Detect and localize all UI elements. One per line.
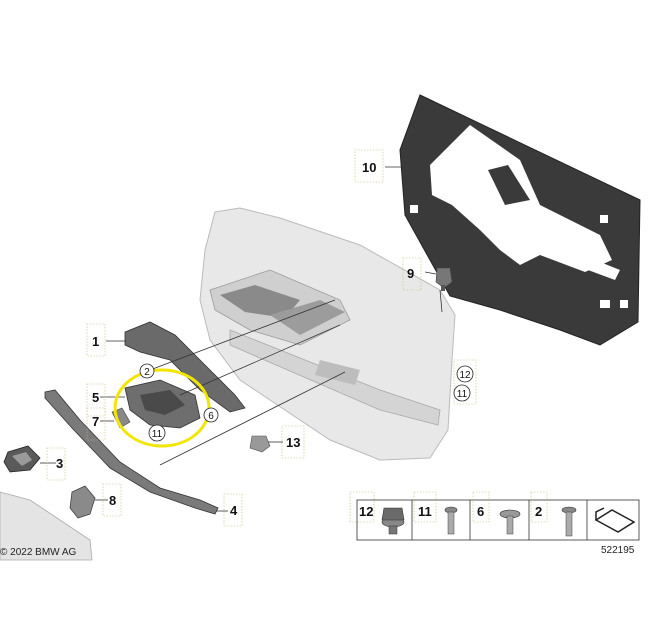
svg-text:6: 6 — [208, 411, 214, 422]
part-9-clip[interactable] — [435, 267, 453, 291]
svg-text:2: 2 — [144, 367, 150, 378]
copyright-text: © 2022 BMW AG — [0, 547, 77, 558]
label-boxes — [46, 149, 422, 527]
part-label-10[interactable]: 10 — [362, 160, 376, 175]
callout-11[interactable]: 11 — [148, 424, 166, 442]
part-5-handle-assembly[interactable] — [124, 379, 201, 429]
legend-label-2[interactable]: 2 — [535, 504, 542, 519]
part-label-7[interactable]: 7 — [92, 414, 99, 429]
door-trim-panel[interactable] — [199, 207, 456, 461]
part-label-5[interactable]: 5 — [92, 390, 99, 405]
callout-2[interactable]: 2 — [139, 363, 155, 379]
part-label-13[interactable]: 13 — [286, 435, 300, 450]
fastener-11-screw[interactable] — [444, 506, 458, 535]
callout-12[interactable]: 12 — [456, 365, 474, 383]
part-10-sound-insulation[interactable] — [399, 94, 641, 346]
part-label-3[interactable]: 3 — [56, 456, 63, 471]
legend-label-6[interactable]: 6 — [477, 504, 484, 519]
fastener-6-screw[interactable] — [499, 509, 521, 535]
part-3-switch[interactable] — [3, 445, 41, 473]
fastener-set-symbol-icon — [594, 507, 636, 533]
diagram-number: 522195 — [601, 545, 635, 556]
part-label-4[interactable]: 4 — [230, 503, 238, 518]
fastener-12-nut[interactable] — [381, 507, 405, 535]
svg-text:11: 11 — [152, 429, 163, 440]
part-label-1[interactable]: 1 — [92, 334, 99, 349]
part-label-8[interactable]: 8 — [109, 493, 116, 508]
legend-label-12[interactable]: 12 — [359, 504, 373, 519]
svg-text:11: 11 — [457, 389, 468, 400]
part-label-9[interactable]: 9 — [407, 266, 414, 281]
leader-lines — [40, 166, 443, 512]
part-13-clip[interactable] — [249, 435, 271, 453]
callout-6[interactable]: 6 — [203, 407, 219, 423]
fastener-2-screw[interactable] — [561, 506, 577, 537]
part-8-cover[interactable] — [69, 485, 96, 519]
svg-text:12: 12 — [459, 370, 471, 381]
part-1-bracket[interactable] — [124, 321, 246, 413]
speaker-grille — [0, 491, 93, 561]
legend-label-11[interactable]: 11 — [418, 504, 432, 519]
callout-11-right[interactable]: 11 — [453, 384, 471, 402]
